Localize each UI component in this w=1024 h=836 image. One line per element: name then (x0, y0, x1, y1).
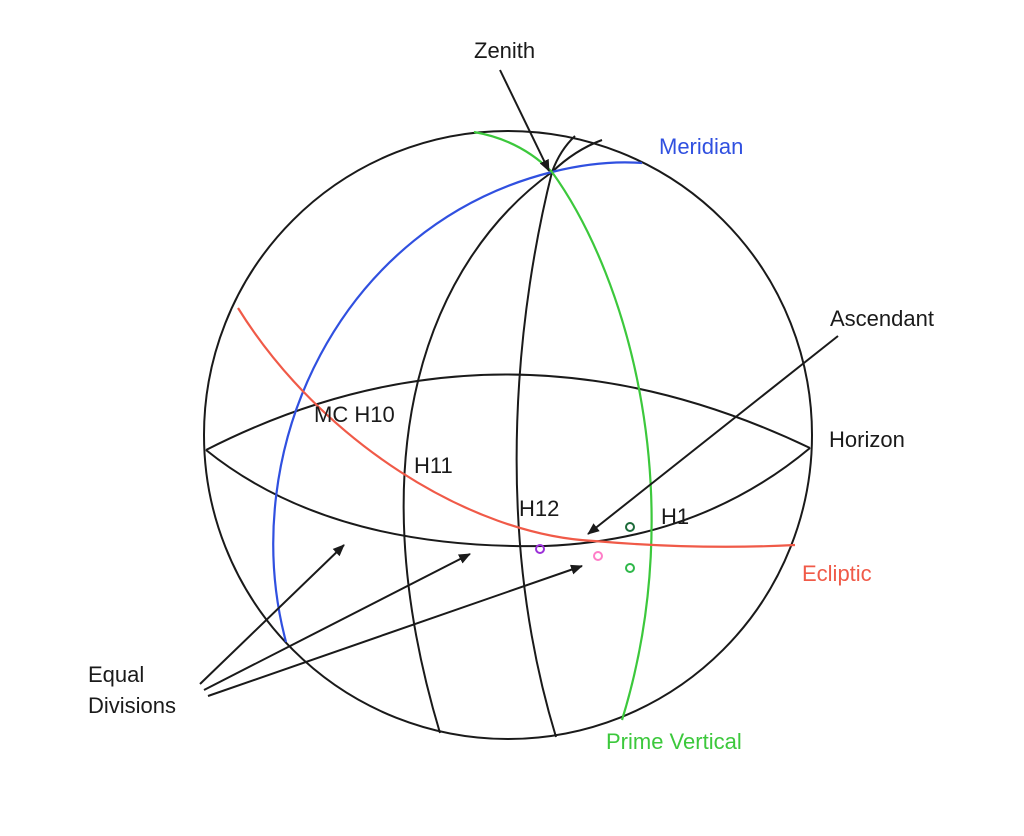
marker-green (625, 563, 635, 573)
marker-purple (535, 544, 545, 554)
house-circle-2 (515, 171, 557, 738)
horizon-back-arc (205, 373, 811, 451)
ecliptic-circle (237, 307, 796, 548)
zenith-arrow (499, 69, 550, 172)
equal-divisions-label-line1: Equal (88, 662, 144, 687)
horizon-label: Horizon (829, 427, 905, 452)
house-label-h1: H1 (661, 504, 689, 529)
zenith-label: Zenith (474, 38, 535, 63)
house-back-arc-1 (551, 135, 576, 173)
marker-pink (593, 551, 603, 561)
prime-vertical-label: Prime Vertical (606, 729, 742, 754)
ascendant-label: Ascendant (830, 306, 934, 331)
house-circle-1 (402, 171, 553, 734)
equal-divisions-label-line2: Divisions (88, 693, 176, 718)
meridian-circle (272, 161, 643, 643)
house-label-mc-h10: MC H10 (314, 402, 395, 427)
house-back-arc-2 (551, 139, 603, 173)
sphere-outline (203, 130, 813, 740)
house-label-h12: H12 (519, 496, 559, 521)
prime-vertical-circle (473, 130, 653, 721)
house-label-h11: H11 (414, 453, 453, 478)
marker-dark-green (625, 522, 635, 532)
ecliptic-label: Ecliptic (802, 561, 872, 586)
meridian-label: Meridian (659, 134, 743, 159)
equal-divisions-arrow-3 (207, 564, 583, 697)
equal-divisions-arrow-2 (203, 553, 471, 691)
ascendant-arrow (587, 335, 839, 535)
horizon-front-arc (205, 447, 811, 548)
equal-divisions-arrow-1 (199, 544, 345, 685)
